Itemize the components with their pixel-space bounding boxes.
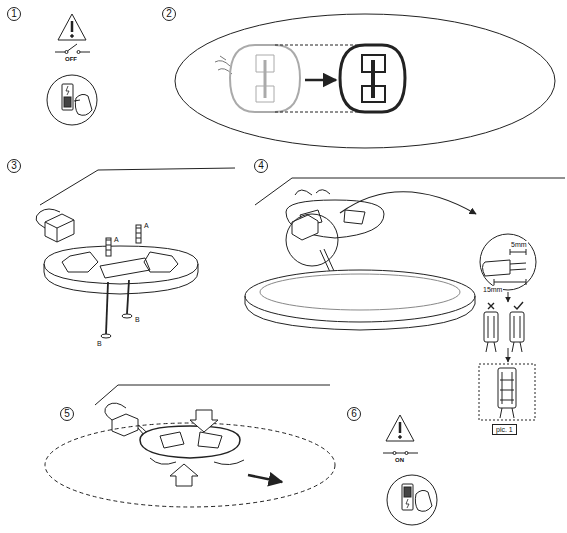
part-label: A <box>143 222 150 229</box>
switch-state: ON <box>394 457 405 463</box>
dimension: 15mm <box>482 286 503 293</box>
callout-number: 3 <box>7 159 21 173</box>
dimension: 5mm <box>510 241 528 248</box>
part-label: A <box>113 236 120 243</box>
callout-number: 5 <box>60 407 74 421</box>
switch-state: OFF <box>64 56 78 62</box>
part-label: B <box>134 316 141 323</box>
callout-number: 6 <box>347 407 361 421</box>
callout-number: 1 <box>7 7 21 21</box>
callout-number: 4 <box>254 159 268 173</box>
callout-number: 2 <box>162 7 176 21</box>
figure-reference: pic. 1 <box>492 424 517 435</box>
part-label: B <box>96 340 103 347</box>
